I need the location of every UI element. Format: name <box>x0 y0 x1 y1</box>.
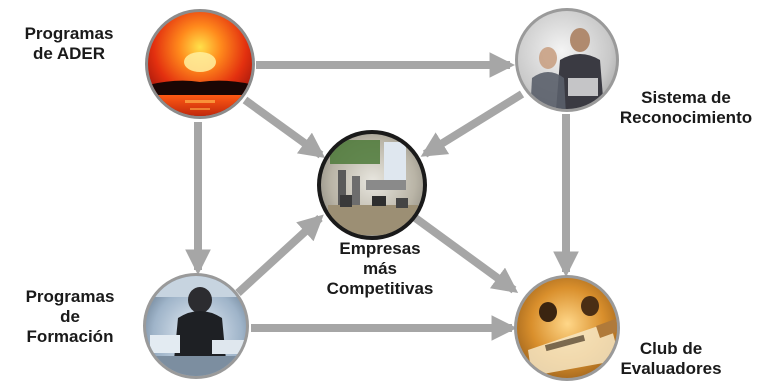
label-club-de-evaluadores: Club de Evaluadores <box>606 339 736 379</box>
label-line: Competitivas <box>326 279 434 298</box>
label-line: de <box>60 307 80 326</box>
arrow-formacion-to-empresas <box>235 214 324 296</box>
label-sistema-de-reconocimiento: Sistema de Reconocimiento <box>612 88 760 128</box>
label-line: Formación <box>26 327 114 346</box>
label-line: Evaluadores <box>620 359 722 378</box>
label-line: Sistema de <box>641 88 731 107</box>
node-empresas-photo <box>317 130 427 240</box>
arrows <box>185 52 579 341</box>
label-programas-de-ader: Programas de ADER <box>10 24 128 64</box>
node-ader-photo <box>145 9 255 119</box>
label-line: Programas <box>24 24 114 43</box>
label-line: Programas <box>25 287 115 306</box>
node-club-photo <box>514 275 620 381</box>
arrow-empresas-to-club <box>411 213 519 294</box>
node-formacion-photo <box>143 273 249 379</box>
label-line: de ADER <box>32 44 106 63</box>
arrow-sistema-to-empresas <box>420 90 525 158</box>
label-programas-de-formacion: Programas de Formación <box>6 287 134 347</box>
label-line: Club de <box>639 339 703 358</box>
label-line: más <box>362 259 398 278</box>
label-empresas-mas-competitivas: Empresas más Competitivas <box>300 239 460 299</box>
arrow-ader-to-empresas <box>242 96 326 159</box>
label-line: Reconocimiento <box>619 108 753 127</box>
label-line: Empresas <box>339 239 421 258</box>
node-sistema-photo <box>515 8 619 112</box>
